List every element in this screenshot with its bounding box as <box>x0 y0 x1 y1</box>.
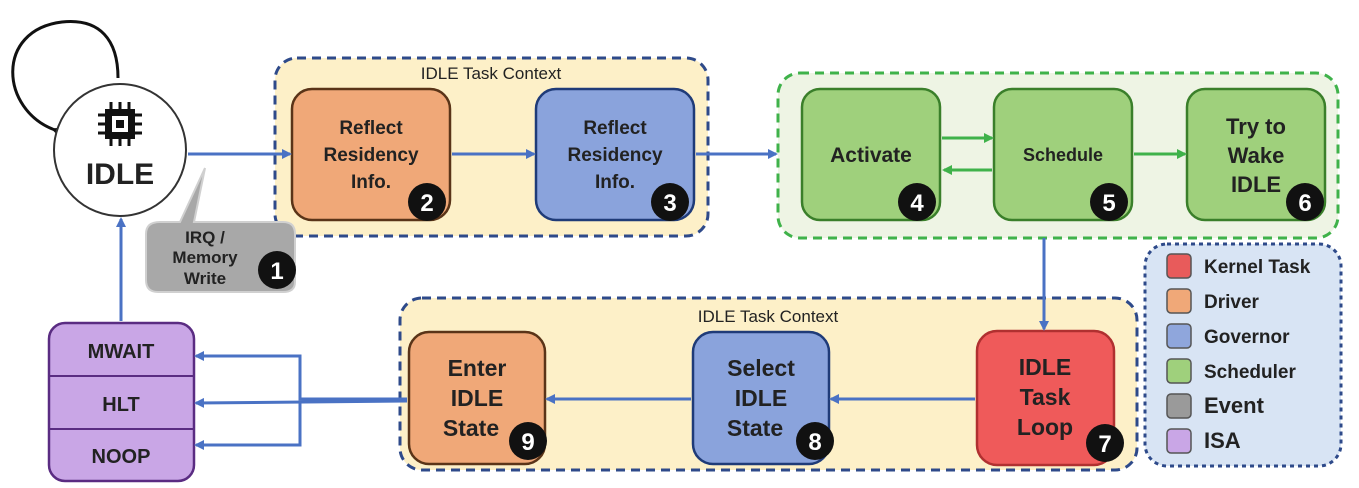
legend: Kernel TaskDriverGovernorSchedulerEventI… <box>1143 242 1343 468</box>
arrows <box>116 133 1187 450</box>
chip-icon <box>98 102 142 146</box>
top-context-title: IDLE Task Context <box>421 64 562 83</box>
self-loop-arrow <box>11 20 120 141</box>
svg-text:Select: Select <box>727 355 795 381</box>
svg-text:Schedule: Schedule <box>1023 145 1103 165</box>
arrow-step9-to-mwait <box>194 351 407 401</box>
step-4-line-1: Activate <box>830 144 912 167</box>
step-8-badge: 8 <box>808 429 821 456</box>
idle-node: IDLE <box>11 20 187 217</box>
svg-text:IDLE: IDLE <box>735 385 787 411</box>
svg-text:Residency: Residency <box>567 145 662 166</box>
step-7-line-2: Task <box>1020 384 1071 410</box>
svg-text:IDLE: IDLE <box>451 385 503 411</box>
step-enter-idle-state: Enter IDLE State 9 <box>407 330 547 466</box>
step-6-line-2: Wake <box>1228 143 1285 168</box>
step-2-line-3: Info. <box>351 172 391 193</box>
event-line-3: Write <box>184 269 226 288</box>
legend-swatch-isa <box>1166 428 1192 454</box>
svg-text:Try to: Try to <box>1226 114 1286 139</box>
step-5-line-1: Schedule <box>1023 145 1103 165</box>
step-6-line-3: IDLE <box>1231 172 1281 197</box>
svg-text:State: State <box>727 415 783 441</box>
event-badge-number: 1 <box>270 258 283 285</box>
svg-text:Info.: Info. <box>595 172 635 193</box>
step-2-badge: 2 <box>420 190 433 217</box>
legend-label-event: Event <box>1204 393 1265 418</box>
step-select-idle-state: Select IDLE State 8 <box>691 330 834 466</box>
svg-text:IDLE: IDLE <box>1019 354 1071 380</box>
isa-stack: MWAIT HLT NOOP <box>47 321 196 483</box>
event-badge <box>258 251 296 289</box>
step-8-line-3: State <box>727 415 783 441</box>
step-driver-reflect-residency: Reflect Residency Info. 2 <box>290 87 452 222</box>
step-2-line-2: Residency <box>323 145 418 166</box>
svg-text:Residency: Residency <box>323 145 418 166</box>
isa-hlt: HLT <box>102 394 139 416</box>
step-3-badge: 3 <box>663 190 676 217</box>
svg-text:Enter: Enter <box>448 355 507 381</box>
step-3-line-1: Reflect <box>583 118 647 139</box>
step-6-line-1: Try to <box>1226 114 1286 139</box>
step-try-to-wake-idle: Try to Wake IDLE 6 <box>1185 87 1327 222</box>
svg-text:Info.: Info. <box>351 172 391 193</box>
step-7-line-1: IDLE <box>1019 354 1071 380</box>
legend-label-scheduler: Scheduler <box>1204 362 1296 383</box>
legend-label-driver: Driver <box>1204 292 1260 313</box>
step-8-line-2: IDLE <box>735 385 787 411</box>
step-5-badge: 5 <box>1102 190 1115 217</box>
isa-noop: NOOP <box>92 446 151 468</box>
legend-label-isa: ISA <box>1204 428 1241 453</box>
step-idle-task-loop: IDLE Task Loop 7 <box>975 329 1124 467</box>
legend-label-governor: Governor <box>1204 327 1290 348</box>
step-6-badge: 6 <box>1298 190 1311 217</box>
legend-swatch-governor <box>1166 323 1192 349</box>
svg-text:Activate: Activate <box>830 144 912 167</box>
step-3-line-2: Residency <box>567 145 662 166</box>
svg-text:Task: Task <box>1020 384 1071 410</box>
legend-label-kernel-task: Kernel Task <box>1204 257 1311 278</box>
step-3-line-3: Info. <box>595 172 635 193</box>
bottom-context-title: IDLE Task Context <box>698 307 839 326</box>
legend-swatch-kernel-task <box>1166 253 1192 279</box>
idle-node-label: IDLE <box>86 158 154 191</box>
svg-text:Reflect: Reflect <box>583 118 647 139</box>
legend-swatch-scheduler <box>1166 358 1192 384</box>
svg-text:Wake: Wake <box>1228 143 1285 168</box>
event-line-2: Memory <box>172 248 238 267</box>
svg-text:Memory: Memory <box>172 248 238 267</box>
svg-text:State: State <box>443 415 499 441</box>
isa-mwait: MWAIT <box>88 341 155 363</box>
step-9-badge: 9 <box>521 429 534 456</box>
event-line-1: IRQ / <box>185 228 225 247</box>
step-7-line-3: Loop <box>1017 414 1073 440</box>
svg-text:IRQ /: IRQ / <box>185 228 225 247</box>
step-2-line-1: Reflect <box>339 118 403 139</box>
step-7-badge: 7 <box>1098 431 1111 458</box>
step-governor-reflect-residency: Reflect Residency Info. 3 <box>534 87 696 222</box>
step-9-line-3: State <box>443 415 499 441</box>
step-4-badge: 4 <box>910 190 924 217</box>
svg-text:IDLE: IDLE <box>1231 172 1281 197</box>
svg-text:Loop: Loop <box>1017 414 1073 440</box>
step-9-line-1: Enter <box>448 355 507 381</box>
legend-swatch-driver <box>1166 288 1192 314</box>
event-callout: IRQ / Memory Write 1 <box>145 167 296 293</box>
svg-text:Reflect: Reflect <box>339 118 403 139</box>
legend-swatch-event <box>1166 393 1192 419</box>
step-8-line-1: Select <box>727 355 795 381</box>
arrow-step9-to-noop <box>194 401 302 450</box>
step-9-line-2: IDLE <box>451 385 503 411</box>
step-schedule: Schedule 5 <box>992 87 1134 222</box>
svg-text:Write: Write <box>184 269 226 288</box>
step-activate: Activate 4 <box>800 87 942 222</box>
